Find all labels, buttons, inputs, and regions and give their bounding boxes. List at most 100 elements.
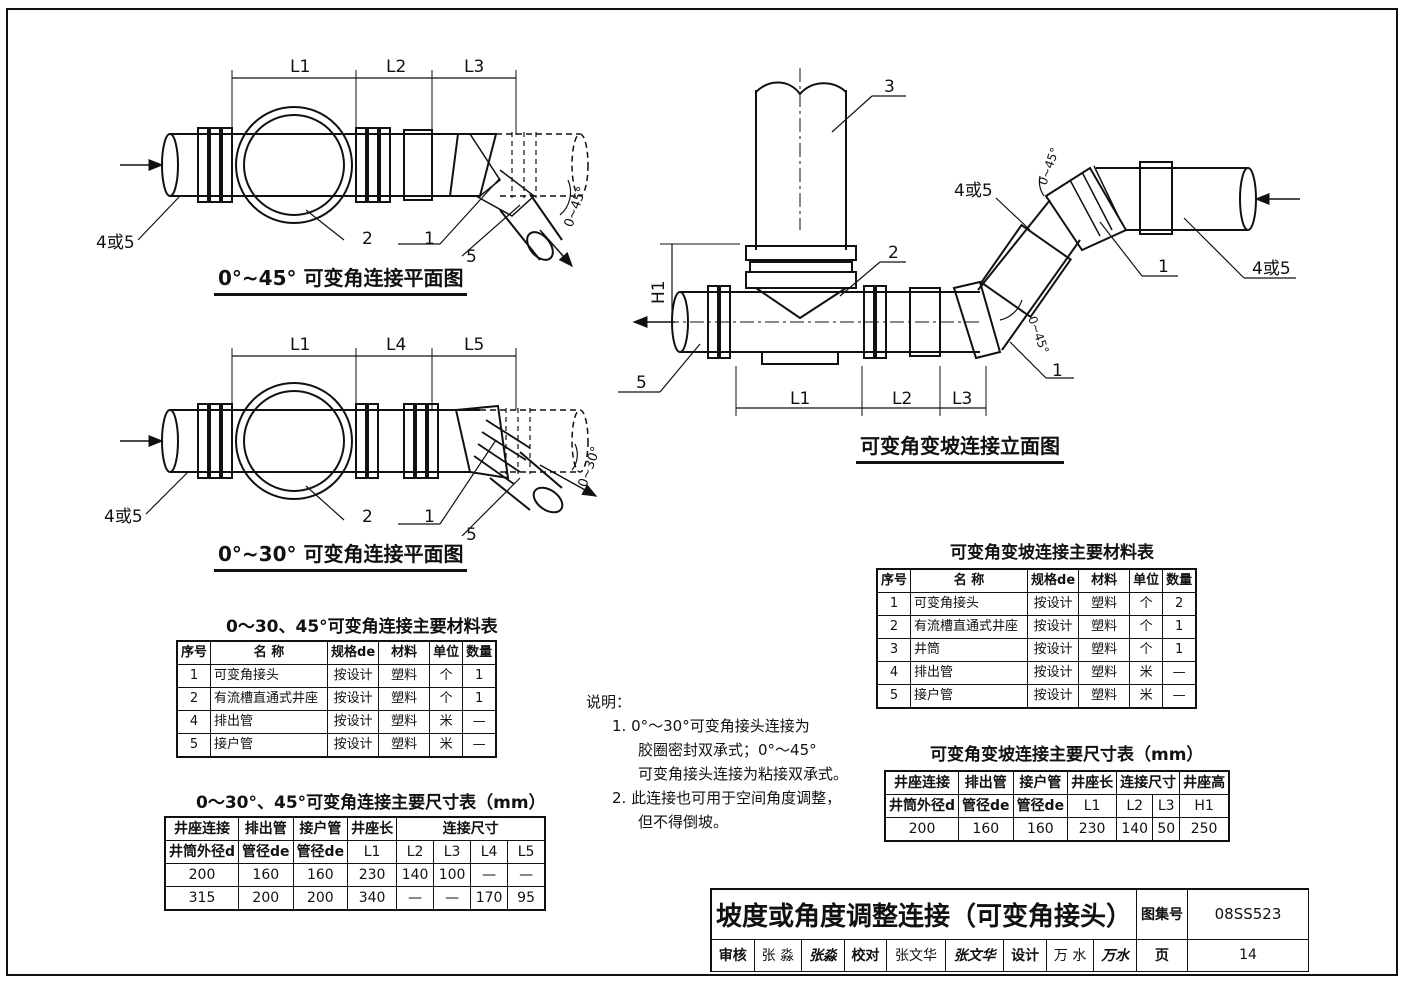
header-cell: L4 [470, 840, 509, 864]
table-cell: 米 [1129, 684, 1164, 709]
table-cell: 塑料 [1078, 684, 1131, 709]
header-cell: 连接尺寸 [396, 816, 547, 841]
note-1-line-3: 可变角接头连接为粘接双承式。 [638, 765, 849, 783]
header-cell: L3 [433, 840, 472, 864]
material-table-30-45: 序号 名 称 规格de 材料 单位 数量 1 可变角接头 按设计 塑料 个 1 … [176, 640, 498, 758]
table-header-row: 序号 名 称 规格de 材料 单位 数量 [176, 640, 498, 665]
designer-name: 万 水 [1045, 938, 1095, 972]
header-cell: 排出管 [958, 770, 1014, 795]
mat-slope-caption: 可变角变坡连接主要材料表 [950, 543, 1154, 563]
checker-name: 张文华 [886, 938, 946, 972]
table-cell: 140 [396, 863, 435, 887]
table-cell: 230 [1067, 817, 1118, 842]
table-cell: 塑料 [378, 733, 431, 758]
elev-dim-l1: L1 [790, 389, 810, 409]
note-2-line-1: 2. 此连接也可用于空间角度调整， [612, 789, 842, 807]
plan45-title: 0°~45° 可变角连接平面图 [214, 262, 468, 296]
check-label: 校对 [843, 938, 888, 972]
table-row: 4 排出管 按设计 塑料 米 — [876, 661, 1198, 685]
table-cell: 5 [876, 684, 912, 709]
table-row: 315 200 200 340 — — 170 95 [164, 886, 547, 911]
plan30-label-pipe: 5 [466, 525, 477, 545]
header-cell: 管径de [292, 840, 349, 864]
header-cell: 材料 [378, 640, 431, 665]
header-cell: L2 [1116, 794, 1154, 818]
table-cell: 2 [876, 615, 912, 639]
plan30-dim-l5: L5 [464, 335, 484, 355]
plan45-angle: 0~45° [562, 185, 591, 230]
table-row: 200 160 160 230 140 100 — — [164, 863, 547, 887]
table-cell: 200 [164, 863, 240, 887]
reviewer-name: 张 淼 [753, 938, 803, 972]
table-cell: 250 [1179, 817, 1231, 842]
plan30-label-joint: 1 [424, 507, 435, 527]
table-cell: 1 [876, 592, 912, 616]
header-cell: 井座长 [347, 816, 398, 841]
table-cell: 100 [433, 863, 472, 887]
table-cell: 340 [347, 886, 398, 911]
title-block: 坡度或角度调整连接（可变角接头） 图集号 08SS523 审核 张 淼 张淼 校… [709, 888, 1310, 972]
table-cell: 米 [429, 710, 464, 734]
elevation-drawing [618, 68, 1300, 416]
table-row: 4 排出管 按设计 塑料 米 — [176, 710, 498, 734]
table-cell: 排出管 [210, 710, 329, 734]
table-cell: 有流槽直通式井座 [910, 615, 1029, 639]
atlas-label: 图集号 [1136, 888, 1189, 940]
table-cell: — [462, 733, 498, 758]
designer-signature: 万水 [1093, 938, 1138, 972]
header-cell: 名 称 [910, 568, 1029, 593]
table-cell: 按设计 [1027, 615, 1080, 639]
elev-dim-h1: H1 [649, 280, 669, 304]
table-cell: 2 [1162, 592, 1198, 616]
table-row: 1 可变角接头 按设计 塑料 个 1 [176, 664, 498, 688]
header-cell: 管径de [1012, 794, 1069, 818]
plan45-dim-l3: L3 [464, 57, 484, 77]
table-row: 2 有流槽直通式井座 按设计 塑料 个 1 [876, 615, 1198, 639]
table-cell: 按设计 [327, 710, 380, 734]
table-cell: — [462, 710, 498, 734]
table-cell: 接户管 [910, 684, 1029, 709]
reviewer-signature: 张淼 [801, 938, 845, 972]
elev-dim-l2: L2 [892, 389, 912, 409]
table-cell: — [1162, 661, 1198, 685]
table-row: 5 接户管 按设计 塑料 米 — [876, 684, 1198, 709]
header-cell: 规格de [1027, 568, 1080, 593]
table-cell: 1 [1162, 615, 1198, 639]
title-block-row-main: 坡度或角度调整连接（可变角接头） 图集号 08SS523 [710, 888, 1310, 940]
header-cell: 数量 [462, 640, 498, 665]
elev-label-joint-lower: 1 [1052, 361, 1063, 381]
dim-slope-caption: 可变角变坡连接主要尺寸表（mm） [930, 745, 1204, 765]
table-cell: 塑料 [1078, 661, 1131, 685]
table-cell: 4 [876, 661, 912, 685]
table-cell: 50 [1152, 817, 1181, 842]
header-cell: 序号 [876, 568, 912, 593]
table-row: 3 井筒 按设计 塑料 个 1 [876, 638, 1198, 662]
table-cell: 3 [876, 638, 912, 662]
drawing-title: 坡度或角度调整连接（可变角接头） [710, 888, 1138, 940]
elev-dim-l3: L3 [952, 389, 972, 409]
table-cell: 有流槽直通式井座 [210, 687, 329, 711]
elev-label-joint-upper: 1 [1158, 257, 1169, 277]
design-label: 设计 [1003, 938, 1047, 972]
header-cell: 名 称 [210, 640, 329, 665]
table-cell: 按设计 [327, 687, 380, 711]
plan45-dim-l1: L1 [290, 57, 310, 77]
dim-30-45-caption: 0～30°、45°可变角连接主要尺寸表（mm） [196, 793, 546, 813]
table-cell: 按设计 [1027, 592, 1080, 616]
table-cell: 200 [292, 886, 349, 911]
plan45-drawing [120, 70, 589, 268]
table-cell: 个 [1129, 592, 1164, 616]
table-cell: 5 [176, 733, 212, 758]
header-cell: 单位 [1129, 568, 1164, 593]
header-cell: 连接尺寸 [1116, 770, 1181, 795]
dimension-table-30-45: 井座连接 排出管 接户管 井座长 连接尺寸 井筒外径d 管径de 管径de L1… [164, 816, 547, 911]
header-cell: 数量 [1162, 568, 1198, 593]
table-cell: 个 [429, 664, 464, 688]
table-row: 200 160 160 230 140 50 250 [884, 817, 1231, 842]
plan45-label-joint: 1 [424, 229, 435, 249]
plan30-angle: 0~30° [576, 445, 605, 490]
title-block-row-signatures: 审核 张 淼 张淼 校对 张文华 张文华 设计 万 水 万水 页 14 [709, 938, 1310, 972]
plan30-title: 0°~30° 可变角连接平面图 [214, 538, 468, 572]
header-cell: L1 [1067, 794, 1118, 818]
